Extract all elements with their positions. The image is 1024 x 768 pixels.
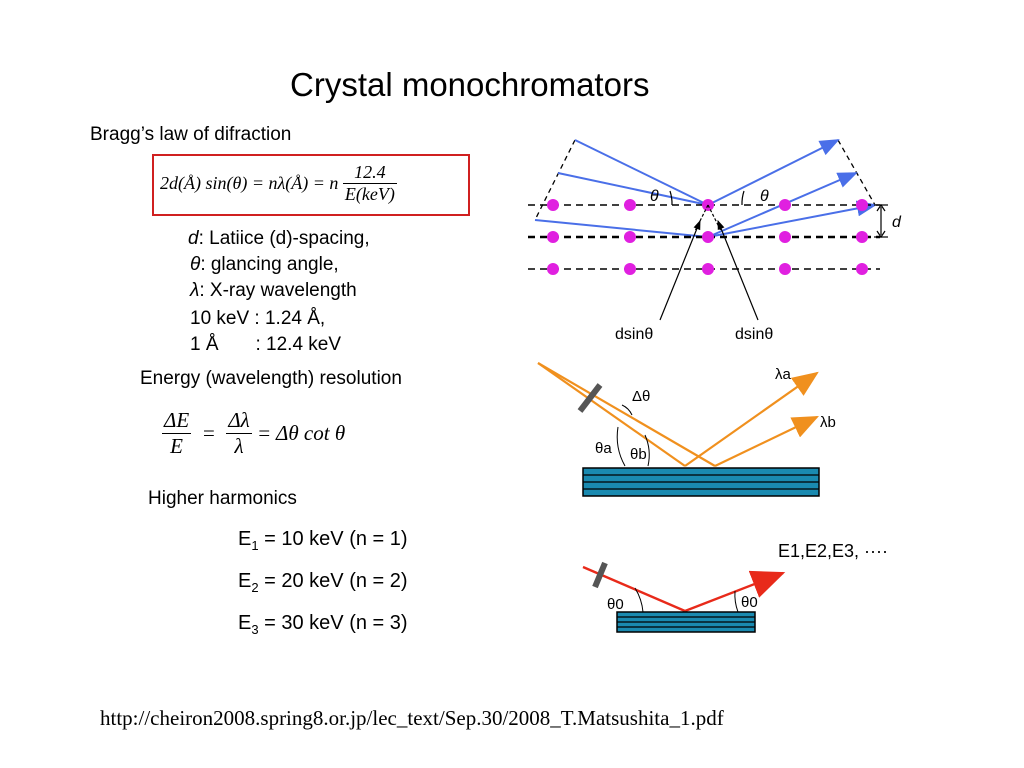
lattice-atoms [547, 199, 868, 275]
slit [592, 561, 608, 589]
reflected-beam-a [684, 371, 819, 467]
theta-0-label-left: θ0 [607, 596, 624, 613]
theta-b-arc [644, 434, 650, 467]
theta-b-label: θb [630, 446, 647, 463]
bragg-formula-denominator: E(keV) [344, 184, 395, 204]
theta-arc-right [741, 190, 745, 206]
source-url: http://cheiron2008.spring8.or.jp/lec_tex… [100, 706, 724, 730]
def-d-line: d: Latiice (d)-spacing, [188, 228, 370, 249]
resolution-rhs: = Δθ cot θ [257, 421, 346, 445]
lambda-b-label: λb [820, 414, 836, 431]
bragg-diffraction-diagram: θ θ d dsinθ dsinθ [528, 139, 902, 343]
conversion-line-2: 1 Å : 12.4 keV [190, 334, 342, 355]
dsin-label-left: dsinθ [615, 326, 653, 343]
incident-beam [574, 139, 709, 206]
dsin-label-right: dsinθ [735, 326, 773, 343]
bragg-formula-box [152, 154, 470, 216]
dsin-pointer-left [659, 219, 701, 321]
theta-0-arc-left [634, 587, 644, 613]
resolution-heading: Energy (wavelength) resolution [140, 368, 402, 389]
theta-a-label: θa [595, 440, 612, 457]
crystal-block [616, 611, 756, 633]
incident-beam [537, 362, 716, 467]
resolution-frac-wavelength: Δλ λ [226, 408, 252, 458]
bragg-formula: 2d(Å) sin(θ) = nλ(Å) = n 12.4 E(keV) [160, 162, 397, 205]
theta-label-left: θ [650, 188, 659, 205]
harmonics-heading: Higher harmonics [148, 488, 297, 509]
reflected-beam-b [714, 416, 819, 467]
energy-resolution-diagram: Δθ θa θb λa λb [537, 362, 836, 497]
diffracted-beam [707, 139, 840, 206]
bragg-formula-numerator: 12.4 [342, 162, 397, 184]
diffracted-wavefront-line [837, 139, 876, 206]
theta-arc-left [669, 190, 673, 206]
delta-theta-label: Δθ [632, 388, 650, 405]
conversion-line-1: 10 keV : 1.24 Å, [190, 308, 326, 329]
resolution-frac-energy: ΔE E [162, 408, 192, 458]
harmonic-line: E3 = 30 keV (n = 3) [238, 612, 408, 637]
bragg-heading: Bragg’s law of difraction [90, 124, 292, 145]
incident-beam [557, 172, 709, 206]
harmonic-energies-label: E1,E2,E3, ···· [778, 541, 888, 561]
harmonic-line: E1 = 10 keV (n = 1) [238, 528, 408, 553]
slit [577, 383, 603, 413]
harmonic-line: E2 = 20 keV (n = 2) [238, 570, 408, 595]
dsin-pointer-right [717, 219, 759, 321]
incident-wavefront-line [534, 139, 576, 221]
theta-label-right: θ [760, 188, 769, 205]
delta-theta-arc [621, 404, 633, 416]
lambda-a-label: λa [775, 366, 792, 383]
def-lambda-line: λ: X-ray wavelength [190, 280, 357, 301]
def-theta-line: θ: glancing angle, [190, 254, 339, 275]
harmonics-diagram: θ0 θ0 E1,E2,E3, ···· [582, 541, 888, 633]
theta-0-arc-right [734, 590, 739, 613]
resolution-formula: ΔE E = Δλ λ = Δθ cot θ [162, 408, 346, 458]
spacing-label: d [892, 214, 902, 231]
theta-0-label-right: θ0 [741, 594, 758, 611]
bragg-formula-fraction: 12.4 E(keV) [342, 162, 397, 205]
crystal-block [582, 467, 820, 497]
incident-beam [537, 362, 686, 467]
bragg-formula-lhs: 2d(Å) sin(θ) = nλ(Å) = n [160, 173, 339, 193]
theta-a-arc [616, 426, 626, 467]
diffracted-beam [707, 200, 877, 238]
slide-title: Crystal monochromators [290, 66, 650, 103]
reflected-beam [684, 570, 786, 613]
incident-beam [534, 219, 709, 238]
